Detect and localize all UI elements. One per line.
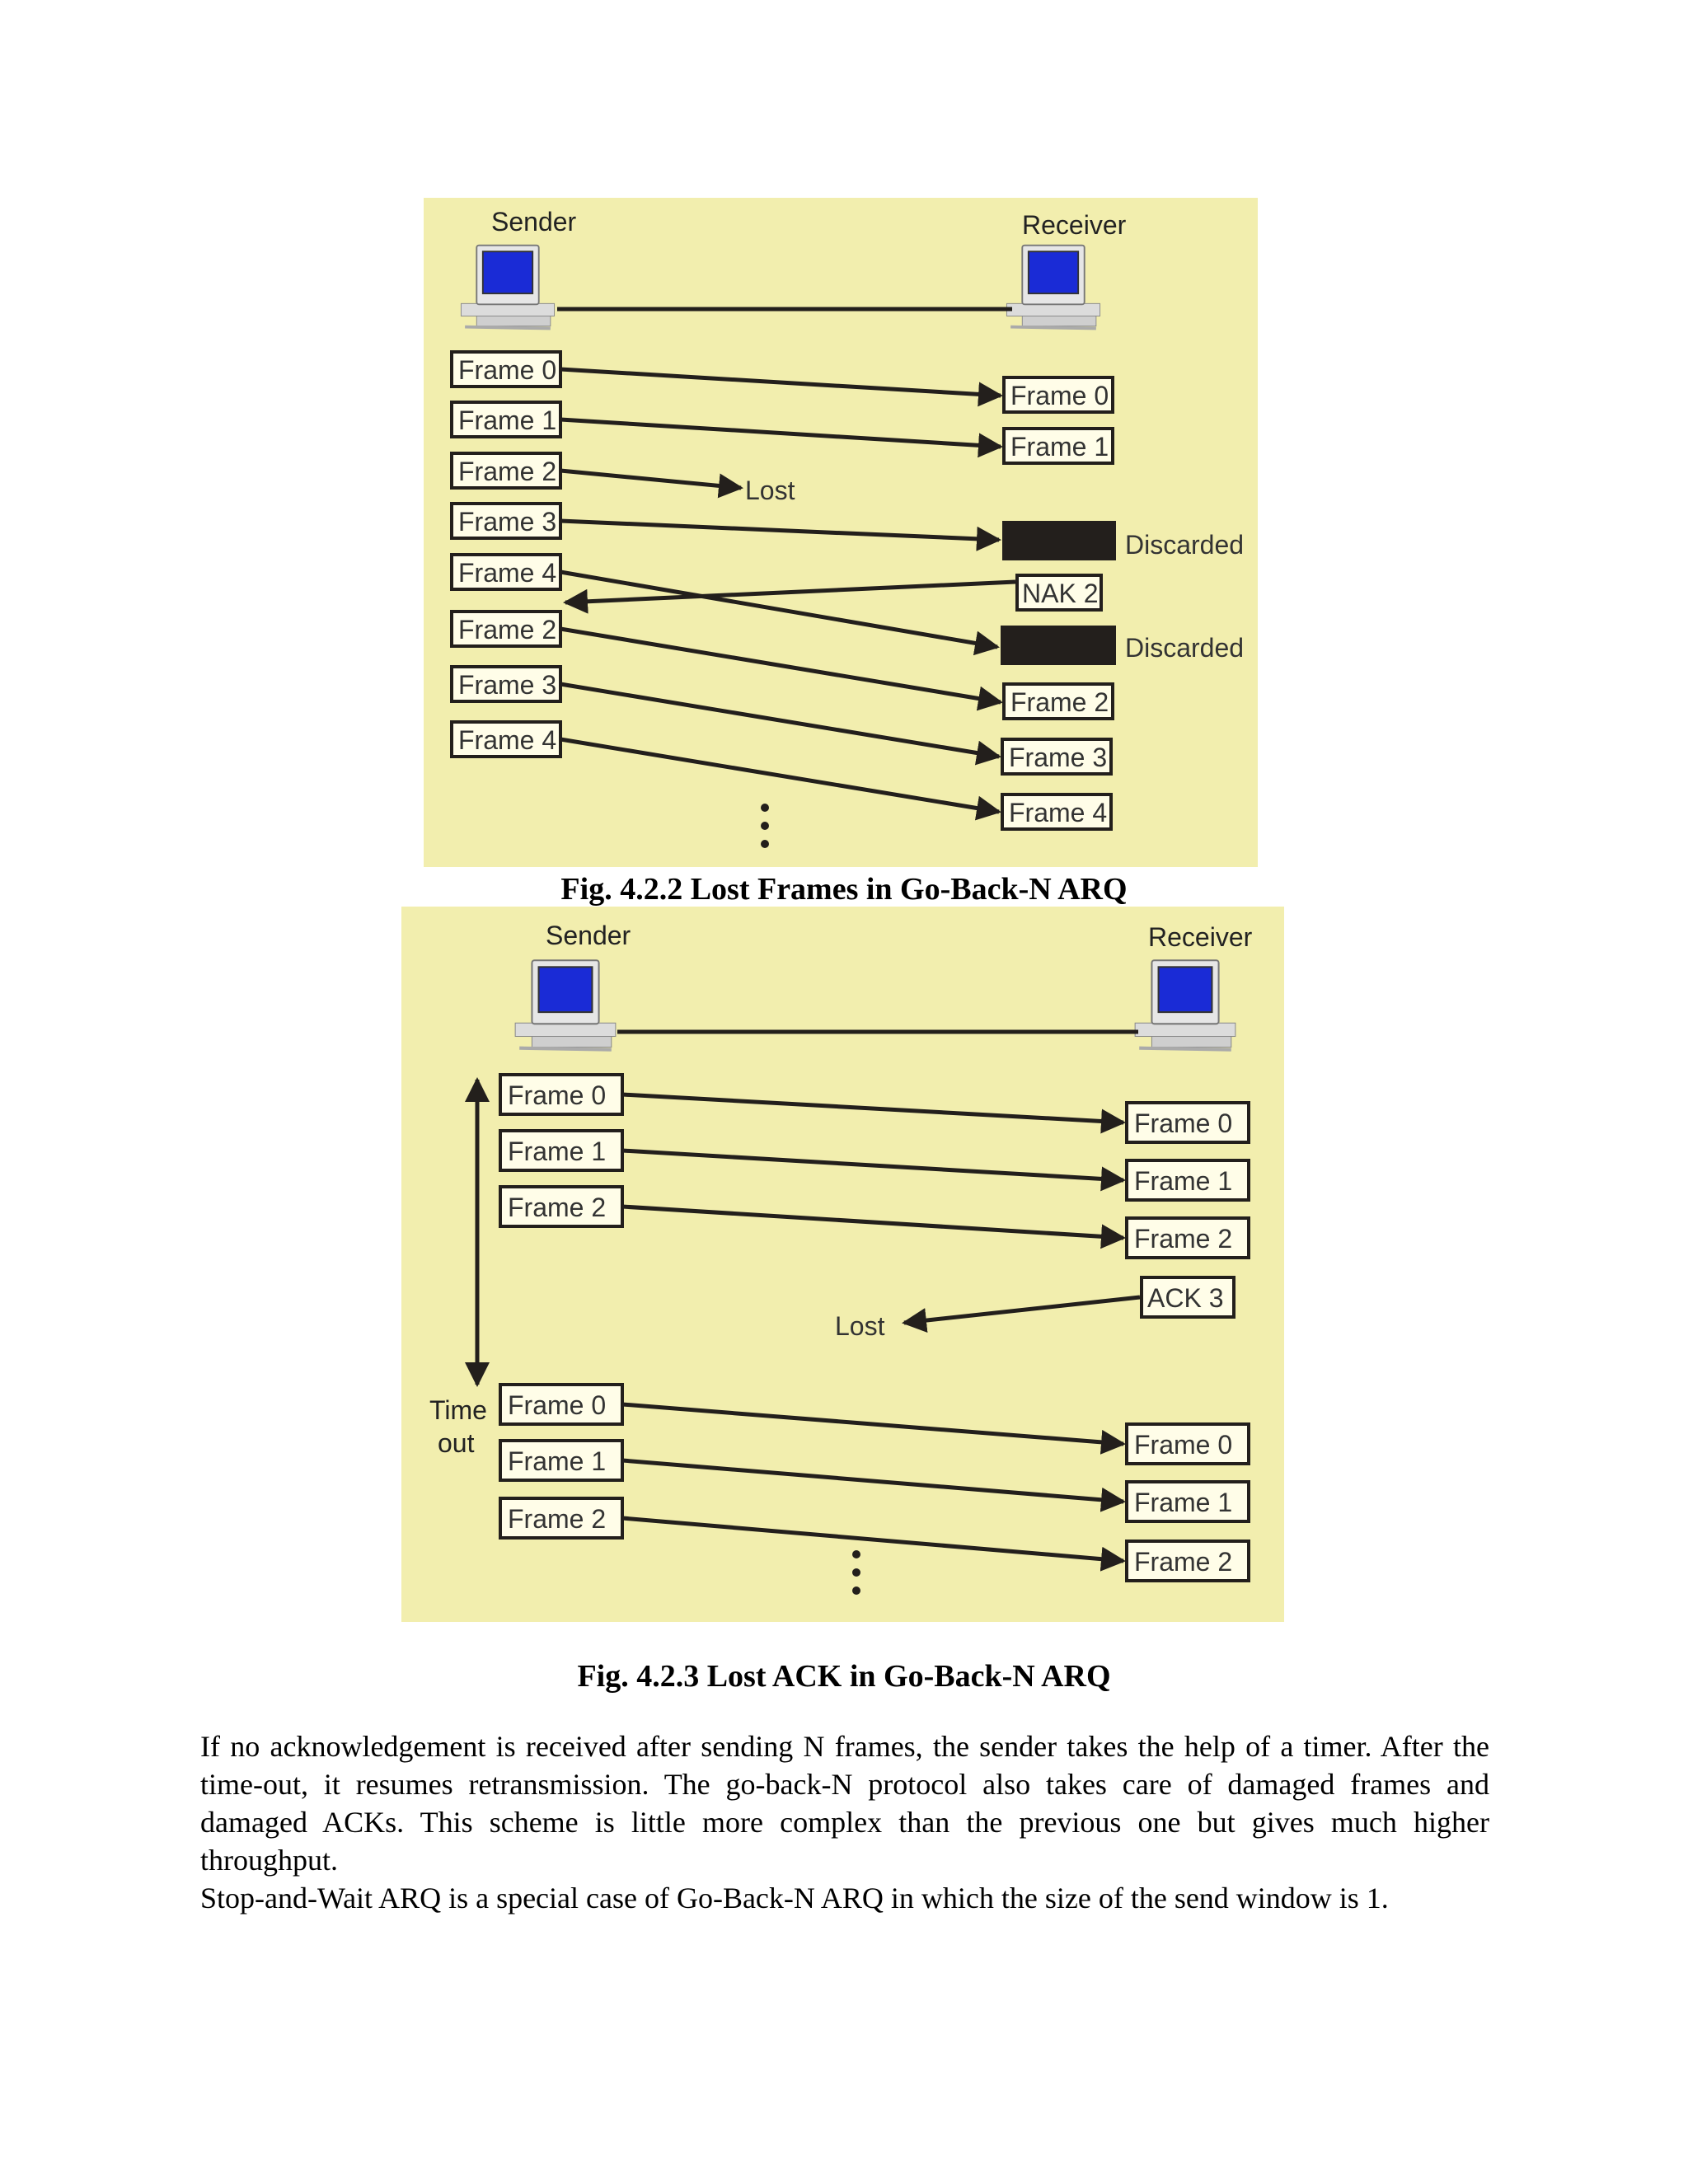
svg-text:Frame 1: Frame 1 [508,1137,606,1166]
svg-text:Frame 3: Frame 3 [1009,743,1107,772]
sender-frame-0: Frame 0 [450,350,562,388]
arrow-frame-2-resend [560,626,1003,711]
sender-frame-2-resend: Frame 2 [450,610,562,648]
lost-label: Lost [745,476,795,505]
arrow-nak-2 [563,579,1016,614]
timeout-label-2: out [438,1428,475,1458]
arrow-frame-2 [621,1204,1126,1249]
svg-text:Frame 0: Frame 0 [1134,1108,1232,1138]
timeout-label-1: Time [429,1395,487,1425]
arrow-frame-2-resend [621,1516,1126,1572]
continuation-dots [852,1550,860,1595]
receiver-frame-2-resend: Frame 2 [1125,1540,1250,1582]
receiver-label: Receiver [1148,922,1253,952]
sender-frame-1-resend: Frame 1 [499,1439,624,1482]
svg-text:Frame 2: Frame 2 [458,615,556,644]
figure-caption-1: Fig. 4.2.2 Lost Frames in Go-Back-N ARQ [560,872,1128,907]
nak-2-box: NAK 2 [1015,574,1103,612]
sender-frame-1: Frame 1 [450,401,562,438]
svg-text:Frame 1: Frame 1 [1134,1488,1232,1517]
arrow-frame-4-resend [560,737,1001,821]
svg-text:Frame 1: Frame 1 [1134,1166,1232,1196]
svg-text:Frame 4: Frame 4 [458,725,556,755]
receiver-frame-1: Frame 1 [1125,1159,1250,1202]
paragraph-timeout: If no acknowledgement is received after … [200,1730,1489,1877]
svg-text:NAK 2: NAK 2 [1022,579,1098,608]
arrow-frame-2-lost [560,468,743,499]
svg-text:Frame 2: Frame 2 [1134,1224,1232,1254]
sender-frame-1: Frame 1 [499,1129,624,1172]
lost-label: Lost [835,1311,885,1341]
receiver-frame-1: Frame 1 [1002,427,1114,465]
continuation-dots [761,804,769,848]
sender-frame-0: Frame 0 [499,1073,624,1116]
svg-text:Frame 2: Frame 2 [1134,1547,1232,1577]
arrow-frame-1-resend [621,1458,1126,1512]
svg-text:Frame 2: Frame 2 [508,1504,606,1534]
sender-frame-0-resend: Frame 0 [499,1383,624,1426]
figure-caption-2: Fig. 4.2.3 Lost ACK in Go-Back-N ARQ [577,1659,1111,1694]
diagram-lost-ack: Sender Receiver Time out Frame 0 Frame 1… [401,907,1284,1622]
svg-text:ACK 3: ACK 3 [1147,1283,1223,1313]
arrow-frame-4 [560,569,1000,656]
svg-text:Frame 1: Frame 1 [508,1446,606,1476]
discarded-label-2: Discarded [1125,633,1244,663]
svg-text:Frame 1: Frame 1 [458,405,556,435]
sender-frame-3-resend: Frame 3 [450,665,562,703]
receiver-frame-2: Frame 2 [1125,1216,1250,1259]
sender-frame-2-resend: Frame 2 [499,1497,624,1540]
sender-frame-2: Frame 2 [499,1185,624,1228]
svg-text:Frame 0: Frame 0 [1134,1430,1232,1460]
ack-3-box: ACK 3 [1140,1276,1236,1319]
arrow-frame-1 [621,1148,1126,1192]
svg-text:Frame 2: Frame 2 [458,457,556,486]
receiver-frame-3: Frame 3 [1001,738,1113,776]
arrow-frame-0 [560,367,1003,407]
svg-text:Frame 1: Frame 1 [1010,432,1109,462]
discarded-block-1 [1002,521,1116,560]
svg-text:Frame 0: Frame 0 [508,1080,606,1110]
discarded-block-2 [1001,626,1116,665]
sender-frame-2: Frame 2 [450,452,562,490]
receiver-frame-0-resend: Frame 0 [1125,1422,1250,1465]
svg-text:Frame 2: Frame 2 [508,1193,606,1222]
sender-label: Sender [491,207,577,237]
svg-text:Frame 2: Frame 2 [1010,687,1109,717]
receiver-frame-2: Frame 2 [1002,682,1114,720]
svg-text:Frame 3: Frame 3 [458,507,556,537]
arrow-ack-3-lost [902,1295,1141,1333]
figure-lost-frames: Sender Receiver Frame 0 Frame 1 Frame 2 … [424,198,1258,867]
figure-lost-ack: Sender Receiver Time out Frame 0 Frame 1… [401,907,1284,1622]
svg-text:Frame 4: Frame 4 [1009,798,1107,827]
sender-label: Sender [546,921,631,950]
body-text: If no acknowledgement is received after … [200,1727,1489,1917]
receiver-frame-0: Frame 0 [1002,376,1114,414]
svg-text:Frame 0: Frame 0 [508,1390,606,1420]
receiver-frame-0: Frame 0 [1125,1101,1250,1144]
discarded-label-1: Discarded [1125,530,1244,560]
svg-text:Frame 3: Frame 3 [458,670,556,700]
diagram-lost-frames: Sender Receiver Frame 0 Frame 1 Frame 2 … [424,198,1258,867]
arrow-frame-1 [560,417,1003,458]
receiver-frame-1-resend: Frame 1 [1125,1480,1250,1523]
arrow-frame-3-resend [560,682,1001,766]
sender-frame-4: Frame 4 [450,553,562,591]
svg-text:Frame 0: Frame 0 [1010,381,1109,410]
arrow-frame-3 [560,518,1001,551]
svg-text:Frame 4: Frame 4 [458,558,556,588]
paragraph-stop-and-wait: Stop-and-Wait ARQ is a special case of G… [200,1882,1389,1915]
receiver-frame-4: Frame 4 [1001,793,1113,831]
sender-frame-3: Frame 3 [450,502,562,540]
svg-text:Frame 0: Frame 0 [458,355,556,385]
sender-frame-4-resend: Frame 4 [450,720,562,758]
arrow-frame-0 [621,1092,1126,1134]
arrow-frame-0-resend [621,1402,1126,1455]
receiver-label: Receiver [1022,210,1127,240]
